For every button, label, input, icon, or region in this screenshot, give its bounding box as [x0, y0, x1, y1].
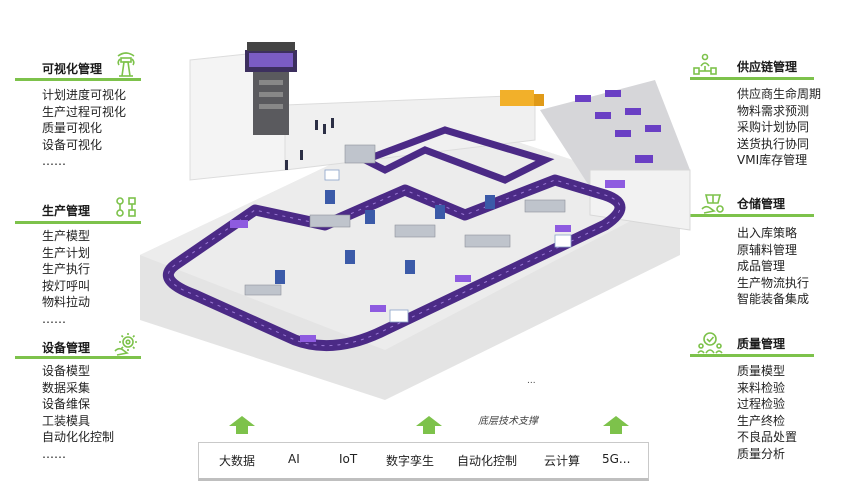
- list-item: 质量分析: [737, 446, 786, 461]
- quality-rule: [690, 354, 814, 357]
- list-item: 生产模型: [42, 229, 91, 243]
- list-item: 来料检验: [737, 380, 786, 395]
- purple-carts: [230, 180, 625, 342]
- warehouse-rule: [690, 214, 814, 217]
- quality-people-icon: [697, 332, 723, 354]
- list-item: 出入库策略: [737, 226, 798, 240]
- tower-icon: [117, 52, 135, 77]
- list-item: 数据采集: [42, 380, 91, 395]
- people: [285, 118, 334, 170]
- list-item: 计划进度可视化: [42, 88, 127, 102]
- screens: [324, 169, 572, 323]
- process-flow-icon: [116, 197, 136, 217]
- list-item: 智能装备集成: [737, 292, 810, 306]
- list-item: ……: [42, 311, 66, 326]
- list-item: 不良品处置: [737, 430, 798, 444]
- workstations: [244, 144, 566, 296]
- factory-illustration: [140, 42, 691, 400]
- list-item: 供应商生命周期: [737, 87, 822, 101]
- quality-list: 质量模型 来料检验 过程检验 生产终检 不良品处置 质量分析: [737, 363, 797, 462]
- robot-arms: [275, 190, 495, 284]
- list-item: 质量可视化: [42, 121, 103, 135]
- tech-item: IoT: [339, 452, 358, 466]
- tech-item: AI: [288, 452, 300, 466]
- list-item: 生产终检: [737, 413, 786, 428]
- list-item: 按灯呼叫: [42, 278, 91, 293]
- list-item: 送货执行协同: [737, 136, 810, 151]
- supply-chain-list: 供应商生命周期 物料需求预测 采购计划协同 送货执行协同 VMI库存管理: [737, 86, 821, 169]
- list-item: 生产计划: [42, 245, 91, 260]
- list-item: ……: [42, 154, 66, 168]
- supply-chain-icon: [693, 53, 717, 75]
- supply-chain-rule: [690, 77, 814, 80]
- list-item: 生产执行: [42, 262, 91, 276]
- tech-item: 大数据: [219, 454, 256, 468]
- production-rule: [15, 221, 141, 224]
- list-item: 设备模型: [42, 364, 91, 378]
- tech-item: 数字孪生: [386, 454, 435, 468]
- warehouse-hand-icon: [701, 194, 724, 214]
- quality-title: 质量管理: [737, 337, 786, 351]
- control-tower: [245, 42, 297, 135]
- visualization-title: 可视化管理: [42, 62, 103, 76]
- tech-item: 云计算: [544, 454, 581, 468]
- visualization-list: 计划进度可视化 生产过程可视化 质量可视化 设备可视化 ……: [42, 87, 126, 170]
- list-item: 设备维保: [42, 397, 91, 411]
- equipment-title: 设备管理: [42, 341, 91, 355]
- list-item: 生产物流执行: [737, 275, 810, 290]
- list-item: 物料需求预测: [737, 103, 810, 118]
- list-item: 原辅料管理: [737, 242, 798, 257]
- tech-item: 自动化控制: [457, 454, 518, 468]
- tech-item: 5G...: [602, 452, 631, 466]
- supply-chain-title: 供应链管理: [737, 60, 798, 74]
- list-item: 自动化化控制: [42, 430, 115, 444]
- list-item: 设备可视化: [42, 137, 103, 152]
- ellipsis-mark: ...: [527, 376, 536, 386]
- list-item: 生产过程可视化: [42, 104, 127, 119]
- list-item: 过程检验: [737, 397, 786, 411]
- visualization-rule: [15, 78, 141, 81]
- list-item: 采购计划协同: [737, 120, 810, 134]
- production-title: 生产管理: [42, 204, 91, 218]
- warehouse-list: 出入库策略 原辅料管理 成品管理 生产物流执行 智能装备集成: [737, 225, 809, 308]
- warehouse-floor: [540, 80, 690, 195]
- equipment-rule: [15, 356, 141, 359]
- tech-support-bar: 大数据 AI IoT 数字孪生 自动化控制 云计算 5G...: [198, 442, 649, 481]
- warehouse-title: 仓储管理: [737, 197, 786, 211]
- list-item: 质量模型: [737, 364, 786, 378]
- list-item: 成品管理: [737, 259, 786, 273]
- list-item: ……: [42, 446, 66, 461]
- arrow-up-icon: [416, 416, 442, 434]
- list-item: 工装模具: [42, 413, 91, 428]
- tech-caption: 底层技术支撑: [478, 416, 538, 427]
- list-item: 物料拉动: [42, 295, 91, 309]
- parked-vehicles: [575, 90, 661, 163]
- equipment-list: 设备模型 数据采集 设备维保 工装模具 自动化化控制 ……: [42, 363, 114, 462]
- production-list: 生产模型 生产计划 生产执行 按灯呼叫 物料拉动 ……: [42, 228, 90, 327]
- arrow-up-icon: [603, 416, 629, 434]
- gear-hand-icon: [114, 333, 137, 356]
- list-item: VMI库存管理: [737, 153, 808, 167]
- delivery-truck: [500, 90, 544, 106]
- inner-track: [356, 126, 555, 184]
- arrow-up-icon: [229, 416, 255, 434]
